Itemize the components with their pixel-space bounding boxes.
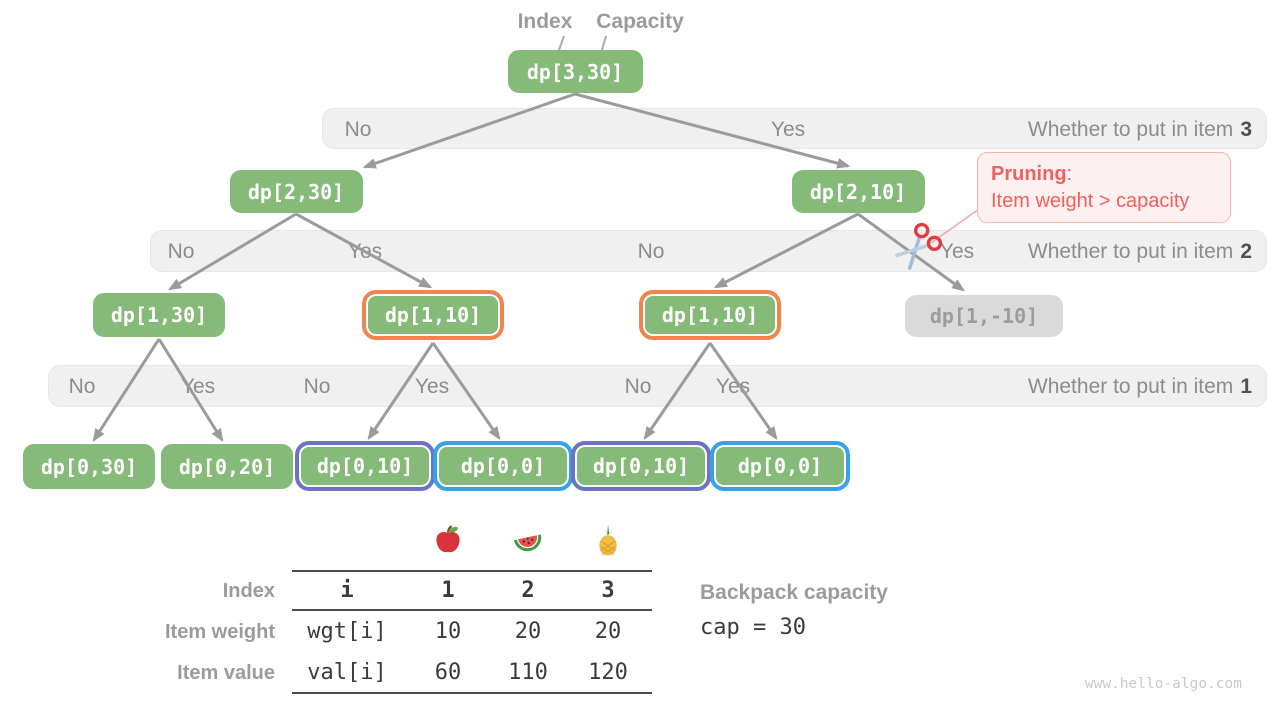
band-caption: Whether to put in item 1 [1028,366,1252,408]
dp-node: dp[1,-10] [905,295,1063,337]
table-rule-middle [292,609,652,611]
pineapple-icon [591,523,625,557]
table-cell: 10 [434,619,462,644]
dp-node: dp[0,30] [23,444,155,489]
dp-node: dp[0,10] [571,441,711,491]
dp-node: dp[2,30] [229,170,363,213]
branch-label: No [167,240,195,263]
dp-node: dp[1,10] [639,290,781,340]
table-cell: 3 [601,578,615,603]
band-caption-text: Whether to put in item [1027,375,1234,398]
branch-label: Yes [715,375,751,398]
branch-label: No [624,375,652,398]
table-row-label: Item weight [164,621,275,643]
table-row-label: Item value [177,662,275,684]
decision-band: No Yes No Yes No Yes Whether to put in item 1 [48,365,1267,407]
branch-label: Yes [770,118,806,141]
capacity-annotation-label: Capacity [596,10,684,33]
band-caption-item-number: 2 [1240,240,1252,263]
band-caption-text: Whether to put in item [1027,240,1234,263]
band-caption-text: Whether to put in item [1027,118,1234,141]
table-rule-bottom [292,692,652,694]
backpack-capacity-label: Backpack capacity [700,581,888,604]
table-cell: 20 [594,619,622,644]
apple-icon [431,523,465,557]
dp-node: dp[0,10] [295,441,435,491]
branch-label: No [344,118,372,141]
decision-band: No Yes Whether to put in item 3 [322,108,1267,149]
branch-label: Yes [180,375,216,398]
table-cell: 60 [434,660,462,685]
annotation-ticks [558,35,607,51]
index-annotation-label: Index [517,10,573,33]
branch-label: Yes [414,375,450,398]
dp-node: dp[1,30] [93,293,225,337]
branch-label: Yes [347,240,383,263]
table-cell: wgt[i] [307,619,387,644]
table-cell: 2 [521,578,535,603]
watermark: www.hello-algo.com [1084,676,1242,692]
band-caption-item-number: 3 [1240,118,1252,141]
backpack-capacity-value: cap = 30 [700,615,806,640]
branch-label: No [303,375,331,398]
pruning-title: Pruning: [991,163,1073,185]
dp-node: dp[2,10] [791,170,925,213]
band-caption: Whether to put in item 3 [1028,109,1252,150]
table-row-label: Index [222,580,275,602]
table-rule-top [292,570,652,572]
table-cell: i [340,578,354,603]
table-cell: 1 [441,578,455,603]
dp-node: dp[0,0] [710,441,850,491]
band-caption: Whether to put in item 2 [1028,231,1252,273]
table-cell: val[i] [307,660,387,685]
branch-label: Yes [939,240,975,263]
table-cell: 110 [508,660,548,685]
watermelon-icon [511,523,545,557]
dp-node: dp[3,30] [507,50,643,93]
table-cell: 120 [588,660,628,685]
branch-label: No [68,375,96,398]
decision-band: No Yes No Yes Whether to put in item 2 [150,230,1267,272]
pruning-callout: Pruning: Item weight > capacity [977,152,1231,223]
band-caption-item-number: 1 [1240,375,1252,398]
branch-label: No [637,240,665,263]
pruning-detail: Item weight > capacity [991,190,1190,212]
dp-node: dp[1,10] [362,290,504,340]
dp-node: dp[0,0] [433,441,573,491]
table-cell: 20 [514,619,542,644]
dp-node: dp[0,20] [161,444,293,489]
